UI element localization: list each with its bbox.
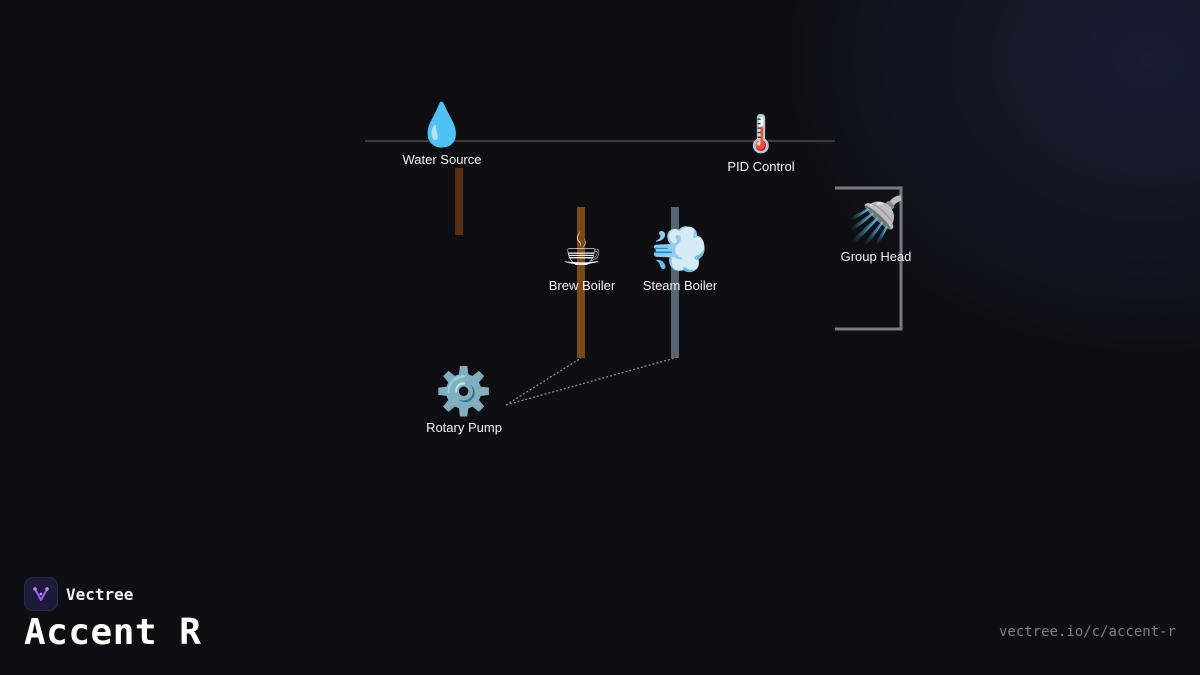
brew-boiler-label: Brew Boiler (548, 278, 616, 293)
node-brew-boiler[interactable]: ☕ Brew Boiler (537, 226, 627, 293)
rotary-pump-label: Rotary Pump (426, 420, 502, 435)
water-source-pipe (455, 168, 463, 235)
gear-icon: ⚙️ (435, 364, 493, 418)
shower-head-icon: 🚿 (847, 193, 905, 247)
brand-name: Vectree (66, 584, 134, 604)
group-head-bracket (835, 186, 903, 331)
vectree-logo-glyph (33, 587, 49, 601)
node-rotary-pump[interactable]: ⚙️ Rotary Pump (419, 368, 509, 435)
droplet-icon: 💧 (415, 100, 469, 149)
node-pid-control[interactable]: 🌡️ PID Control (716, 114, 806, 175)
pid-control-label: PID Control (727, 159, 795, 174)
steam-icon: 💨 (651, 222, 709, 276)
node-steam-boiler[interactable]: 💨 Steam Boiler (633, 226, 727, 293)
vectree-logo-icon (24, 577, 58, 611)
coffee-cup-icon: ☕ (561, 222, 603, 276)
source-url[interactable]: vectree.io/c/accent-r (998, 624, 1176, 640)
node-group-head[interactable]: 🚿 Group Head (830, 197, 922, 264)
steam-boiler-pipe (671, 207, 679, 358)
page-title: Accent R (24, 612, 202, 653)
steam-boiler-label: Steam Boiler (642, 278, 718, 293)
pump-to-steam-dotted-line (505, 357, 676, 406)
group-head-label: Group Head (840, 249, 912, 264)
brew-boiler-pipe (577, 207, 585, 358)
water-source-label: Water Source (402, 152, 482, 167)
pump-to-brew-dotted-line (505, 357, 582, 406)
node-water-source[interactable]: 💧 Water Source (392, 100, 492, 168)
brand: Vectree (24, 577, 133, 611)
thermometer-icon: 🌡️ (738, 114, 784, 155)
